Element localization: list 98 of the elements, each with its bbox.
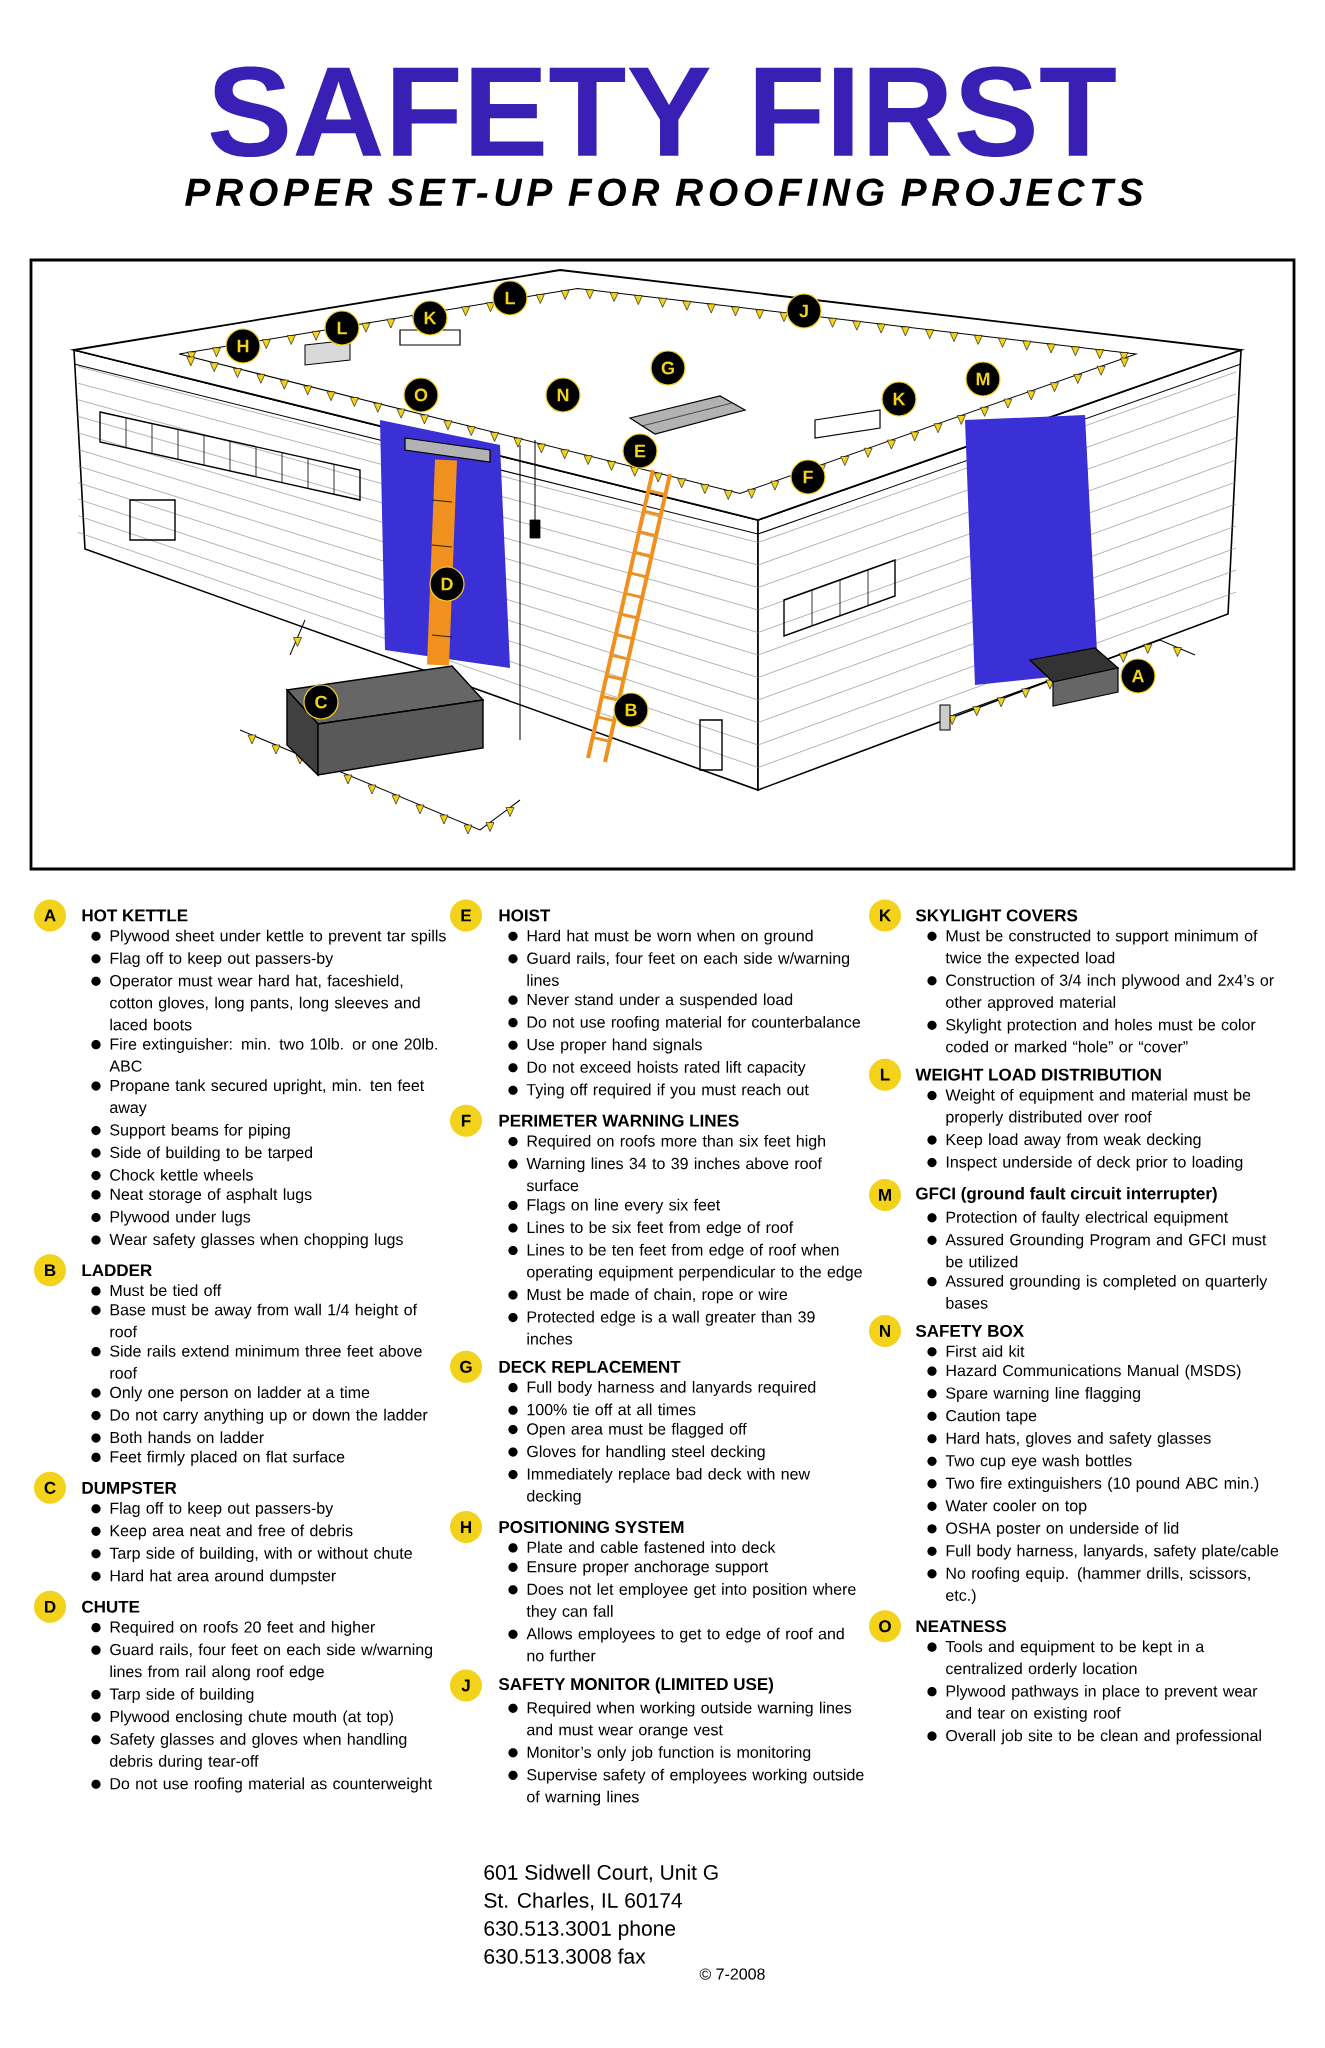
bullet-item: Tarp side of building	[91, 1688, 254, 1703]
bullet-item: Immediately replace bad deck with new decking	[508, 1467, 811, 1505]
bullet-item: Wear safety glasses when chopping lugs	[91, 1233, 403, 1249]
bullet-item: Support beams for piping	[91, 1123, 290, 1139]
bullet-item: Tying off required if you must reach out	[508, 1083, 809, 1099]
bullet-item: Water cooler on top	[927, 1499, 1087, 1515]
bullet-item: Tools and equipment to be kept in a centralized orderly location	[927, 1640, 1205, 1678]
bullet-item: Assured grounding is completed on quarterly bases	[927, 1275, 1268, 1309]
bullet-item: Must be tied off	[91, 1284, 222, 1297]
bullet-item: Must be constructed to support minimum of twice the expected load	[927, 929, 1258, 967]
bullet-item: Weight of equipment and material must be properly distributed over roof	[927, 1088, 1251, 1126]
bullet-item: Propane tank secured upright, min. ten feet away	[91, 1079, 425, 1117]
bullet-item: Side rails extend minimum three feet above roof	[91, 1345, 422, 1379]
bullet-item: Open area must be flagged off	[508, 1422, 747, 1438]
bullet-item: Full body harness, lanyards, safety plate/cable	[927, 1544, 1279, 1560]
bullet-item: Hard hat area around dumpster	[91, 1569, 336, 1585]
section-heading: SKYLIGHT COVERS	[915, 909, 1078, 922]
bullet-item: Chock kettle wheels	[91, 1168, 253, 1181]
bullet-item: Ensure proper anchorage support	[508, 1560, 769, 1576]
bullet-item: Hard hat must be worn when on ground	[508, 929, 813, 945]
address-line: 601 Sidwell Court, Unit G	[484, 1864, 718, 1883]
bullet-item: Feet firmly placed on flat surface	[91, 1450, 345, 1466]
bullet-item: Warning lines 34 to 39 inches above roof surface	[508, 1157, 822, 1192]
bullet-item: Base must be away from wall 1/4 height of roof	[91, 1303, 418, 1338]
section-heading: DECK REPLACEMENT	[499, 1360, 681, 1373]
bullet-item: Guard rails, four feet on each side w/warning lines from rail along roof edge	[91, 1643, 433, 1681]
section-heading: HOIST	[499, 909, 551, 922]
bullet-item: Flag off to keep out passers-by	[91, 952, 334, 968]
bullet-item: Lines to be ten feet from edge of roof when operating equipment perpendicular to the edge	[508, 1243, 862, 1281]
bullet-item: Two fire extinguishers (10 pound ABC min.)	[927, 1477, 1259, 1492]
bullet-item: 100% tie off at all times	[508, 1403, 696, 1416]
bullet-item: Construction of 3/4 inch plywood and 2x4’s or other approved material	[927, 974, 1274, 1012]
bullet-item: Only one person on ladder at a time	[91, 1386, 370, 1402]
bullet-item: Keep load away from weak decking	[927, 1133, 1201, 1149]
bullet-item: Plywood pathways in place to prevent wear and tear on existing roof	[927, 1685, 1258, 1722]
bullet-item: Lines to be six feet from edge of roof	[508, 1221, 794, 1237]
bullet-item: Protected edge is a wall greater than 39 inches	[508, 1310, 815, 1345]
bullet-item: Plate and cable fastened into deck	[508, 1541, 776, 1553]
bullet-item: Fire extinguisher: min. two 10lb. or one 20lb. ABC	[91, 1038, 437, 1072]
title: SAFETY FIRST	[210, 66, 1116, 158]
section-heading: SAFETY MONITOR (LIMITED USE)	[498, 1677, 773, 1694]
bullet-item: Overall job site to be clean and professional	[927, 1729, 1261, 1745]
address-line: St. Charles, IL 60174	[484, 1892, 682, 1911]
bullet-item: Skylight protection and holes must be color coded or marked “hole” or “cover”	[927, 1018, 1256, 1053]
bullet-item: Does not let employee get into position where they can fall	[508, 1583, 856, 1621]
section-heading: HOT KETTLE	[82, 909, 188, 922]
bullet-item: Spare warning line flagging	[927, 1387, 1140, 1402]
bullet-item: OSHA poster on underside of lid	[927, 1522, 1179, 1538]
address-line: 630.513.3008 fax	[484, 1948, 646, 1964]
bullet-item: Do not use roofing material as counterweight	[91, 1777, 433, 1793]
bullet-item: Do not use roofing material for counterbalance	[508, 1016, 861, 1031]
bullet-item: Monitor’s only job function is monitoring	[508, 1746, 811, 1762]
bullet-item: First aid kit	[927, 1345, 1025, 1357]
section-heading: PERIMETER WARNING LINES	[499, 1114, 739, 1127]
bullet-item: Supervise safety of employees working outside of warning lines	[508, 1768, 864, 1806]
bullet-item: Required on roofs 20 feet and higher	[91, 1620, 375, 1636]
bullet-item: Keep area neat and free of debris	[91, 1524, 353, 1540]
section-heading: CHUTE	[82, 1600, 140, 1613]
bullet-item: Use proper hand signals	[508, 1038, 702, 1054]
bullet-item: Hard hats, gloves and safety glasses	[927, 1432, 1211, 1447]
section-heading: WEIGHT LOAD DISTRIBUTION	[915, 1068, 1161, 1081]
bullet-item: Safety glasses and gloves when handling debris during tear-off	[91, 1733, 407, 1770]
bullet-item: Required when working outside warning lines and must wear orange vest	[508, 1701, 852, 1739]
bullet-item: Side of building to be tarped	[91, 1146, 312, 1162]
bullet-item: Do not exceed hoists rated lift capacity	[508, 1061, 806, 1076]
bullet-item: Allows employees to get to edge of roof and no further	[508, 1627, 844, 1662]
bullet-item: Plywood enclosing chute mouth (at top)	[91, 1710, 393, 1726]
bullet-item: Flag off to keep out passers-by	[91, 1502, 334, 1517]
bullet-item: Never stand under a suspended load	[508, 993, 793, 1009]
bullet-item: Must be made of chain, rope or wire	[508, 1288, 788, 1304]
bullet-item: Required on roofs more than six feet high	[508, 1134, 826, 1150]
copyright-note: © 7-2008	[699, 1968, 765, 1980]
bullet-item: Neat storage of asphalt lugs	[91, 1188, 312, 1204]
bullet-item: Gloves for handling steel decking	[508, 1445, 765, 1461]
bullet-item: Plywood sheet under kettle to prevent tar spills	[91, 929, 446, 945]
bullet-item: Do not carry anything up or down the ladder	[91, 1408, 428, 1424]
section-heading: GFCI (ground fault circuit interrupter)	[916, 1187, 1217, 1203]
subtitle: PROPER SET-UP FOR ROOFING PROJECTS	[185, 178, 1144, 206]
bullet-item: Guard rails, four feet on each side w/warning lines	[508, 952, 850, 986]
section-heading: LADDER	[82, 1264, 152, 1277]
address-line: 630.513.3001 phone	[484, 1920, 676, 1940]
section-heading: DUMPSTER	[82, 1481, 177, 1494]
bullet-item: No roofing equip. (hammer drills, scissors, etc.)	[927, 1567, 1250, 1605]
bullet-item: Operator must wear hard hat, faceshield, cotton gloves, long pants, long sleeves and laced boots	[91, 974, 420, 1031]
section-heading: SAFETY BOX	[915, 1324, 1024, 1337]
bullet-item: Assured Grounding Program and GFCI must be utilized	[927, 1233, 1267, 1268]
bullet-item: Plywood under lugs	[91, 1210, 251, 1226]
section-heading: NEATNESS	[916, 1620, 1007, 1633]
bullet-item: Both hands on ladder	[91, 1431, 264, 1444]
bullet-item: Full body harness and lanyards required	[508, 1381, 816, 1396]
bullet-item: Caution tape	[927, 1409, 1037, 1425]
section-heading: POSITIONING SYSTEM	[499, 1521, 684, 1534]
bullet-item: Tarp side of building, with or without chute	[91, 1547, 412, 1563]
bullet-item: Inspect underside of deck prior to loading	[927, 1155, 1243, 1171]
bullet-item: Protection of faulty electrical equipment	[927, 1211, 1229, 1227]
bullet-item: Flags on line every six feet	[508, 1198, 721, 1214]
bullet-item: Hazard Communications Manual (MSDS)	[927, 1364, 1241, 1380]
bullet-item: Two cup eye wash bottles	[927, 1454, 1132, 1470]
